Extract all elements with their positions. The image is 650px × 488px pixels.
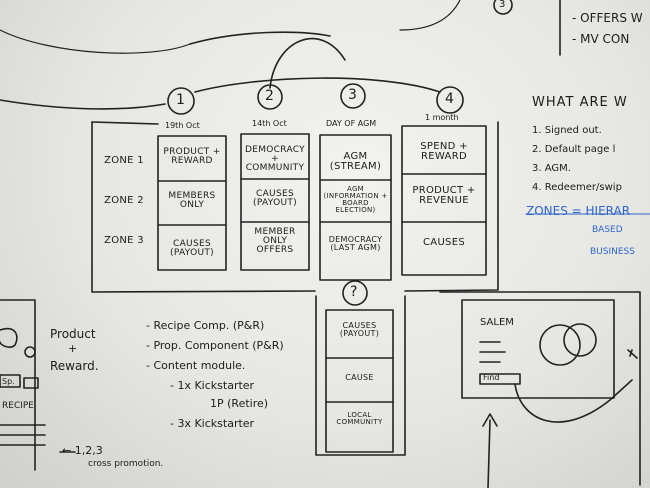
- phase-number-3: 3: [348, 87, 357, 103]
- note-offers: - OFFERS W: [572, 11, 643, 25]
- left-sketch-label-2: RECIPE: [2, 401, 34, 411]
- cell-c3-z3: DEMOCRACY (LAST AGM): [328, 235, 383, 252]
- note-mv: - MV CON: [572, 32, 630, 46]
- zones-note-line1: ZONES = HIERAR: [526, 204, 631, 218]
- cell-c2-z1: DEMOCRACY + COMMUNITY: [245, 145, 305, 173]
- product-label-2: +: [68, 342, 78, 355]
- cell-c2-z3: MEMBER ONLY OFFERS: [254, 227, 296, 255]
- component-note-6: - 3x Kickstarter: [170, 417, 255, 430]
- product-label-1: Product: [50, 327, 96, 341]
- zones-note-line2: BASED: [592, 225, 623, 235]
- what-item-2: 2. Default page l: [532, 144, 616, 155]
- phase-date-3: DAY OF AGM: [326, 119, 377, 128]
- connector-curve-3: [194, 77, 441, 93]
- phase-number-4: 4: [445, 91, 454, 107]
- connector-curve-2: [269, 37, 346, 89]
- what-are-title: WHAT ARE W: [532, 95, 628, 110]
- left-sketch-label-1: Sp.: [2, 377, 15, 386]
- phase-date-4: 1 month: [425, 113, 459, 122]
- cross-promo-2: cross promotion.: [88, 459, 164, 469]
- what-item-1: 1. Signed out.: [532, 125, 602, 136]
- question-circle: [342, 280, 368, 306]
- product-label-3: Reward.: [50, 359, 99, 373]
- zone-label-1: ZONE 1: [104, 155, 144, 166]
- extra-cell-2: CAUSE: [345, 373, 374, 382]
- cell-c4-z2: PRODUCT + REVENUE: [412, 185, 476, 206]
- number-circle-1: [167, 87, 195, 115]
- phase-date-2: 14th Oct: [252, 119, 287, 128]
- cell-c1-z1: PRODUCT + REWARD: [163, 147, 221, 166]
- cell-c2-z2: CAUSES (PAYOUT): [253, 189, 297, 208]
- phase-number-1: 1: [176, 92, 185, 108]
- phase-number-2: 2: [265, 88, 274, 104]
- what-item-3: 3. AGM.: [532, 163, 571, 174]
- component-note-3: - Content module.: [146, 359, 246, 372]
- extra-cell-1: CAUSES (PAYOUT): [339, 321, 380, 338]
- zone-label-3: ZONE 3: [104, 235, 144, 246]
- column-1-box: [157, 135, 227, 271]
- number-circle-3: [340, 83, 366, 109]
- sketch-title: SALEM: [480, 317, 514, 328]
- cell-c3-z1: AGM (STREAM): [329, 151, 382, 172]
- zones-note-line3: BUSINESS: [590, 247, 635, 257]
- corner-number: 3: [499, 0, 506, 10]
- phase-date-1: 19th Oct: [165, 121, 200, 130]
- cell-c3-z2: AGM (INFORMATION + BOARD ELECTION): [323, 185, 388, 214]
- zone-label-2: ZONE 2: [104, 195, 144, 206]
- cell-c1-z3: CAUSES (PAYOUT): [170, 239, 214, 258]
- zone-frame: [91, 121, 499, 293]
- component-note-1: - Recipe Comp. (P&R): [146, 319, 265, 332]
- cell-c4-z1: SPEND + REWARD: [420, 141, 468, 162]
- number-circle-4: [436, 86, 464, 114]
- cross-promo-1: ← 1,2,3: [62, 444, 103, 457]
- component-note-2: - Prop. Component (P&R): [146, 339, 284, 352]
- what-item-4: 4. Redeemer/swip: [532, 182, 622, 193]
- connector-curve: [0, 99, 166, 110]
- sketch-button-label: Find: [483, 373, 500, 382]
- cell-c1-z2: MEMBERS ONLY: [168, 191, 216, 210]
- component-note-4: - 1x Kickstarter: [170, 379, 255, 392]
- cell-c4-z3: CAUSES: [423, 237, 465, 248]
- component-note-5: 1P (Retire): [210, 397, 269, 410]
- question-marker: ?: [350, 284, 358, 300]
- wireframe-sketch: [461, 299, 615, 399]
- number-circle-2: [257, 84, 283, 110]
- extra-cell-3: LOCAL COMMUNITY: [336, 411, 383, 426]
